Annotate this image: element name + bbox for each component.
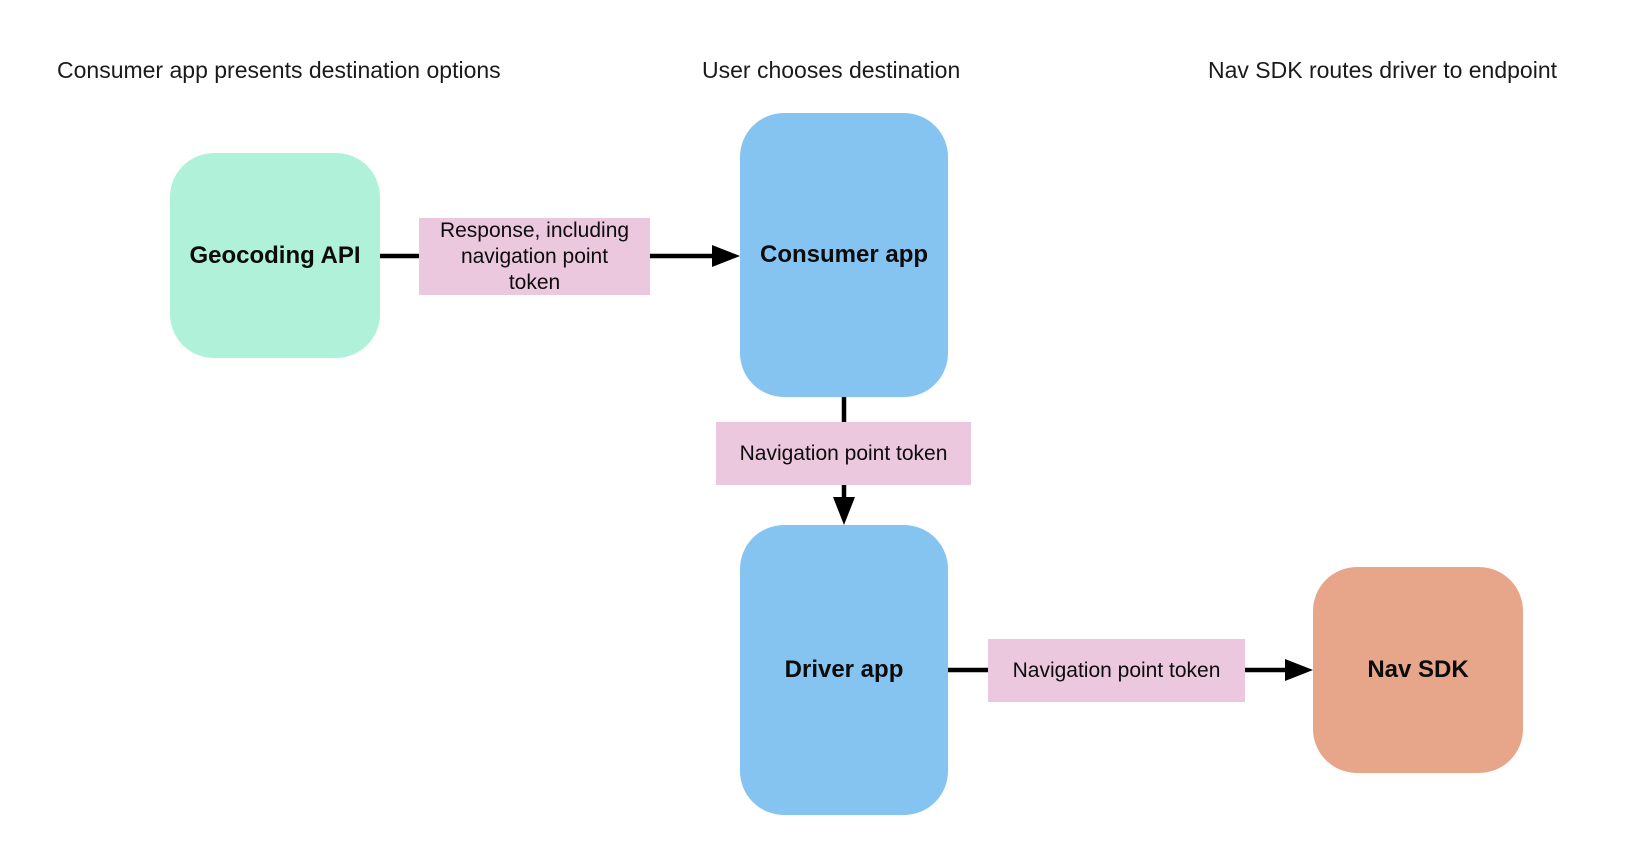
node-nav-sdk: Nav SDK <box>1313 567 1523 773</box>
node-geocoding-api: Geocoding API <box>170 153 380 358</box>
edge-label-response-including-token: Response, including navigation point tok… <box>419 218 650 295</box>
node-driver-app: Driver app <box>740 525 948 815</box>
stage-heading-nav-sdk-routes: Nav SDK routes driver to endpoint <box>1208 57 1558 83</box>
edge-label-navigation-point-token-bottom: Navigation point token <box>988 639 1245 702</box>
stage-heading-consumer-presents: Consumer app presents destination option… <box>57 57 501 83</box>
stage-heading-user-chooses: User chooses destination <box>702 57 961 83</box>
edge-label-navigation-point-token-middle: Navigation point token <box>716 422 971 485</box>
node-consumer-app: Consumer app <box>740 113 948 397</box>
